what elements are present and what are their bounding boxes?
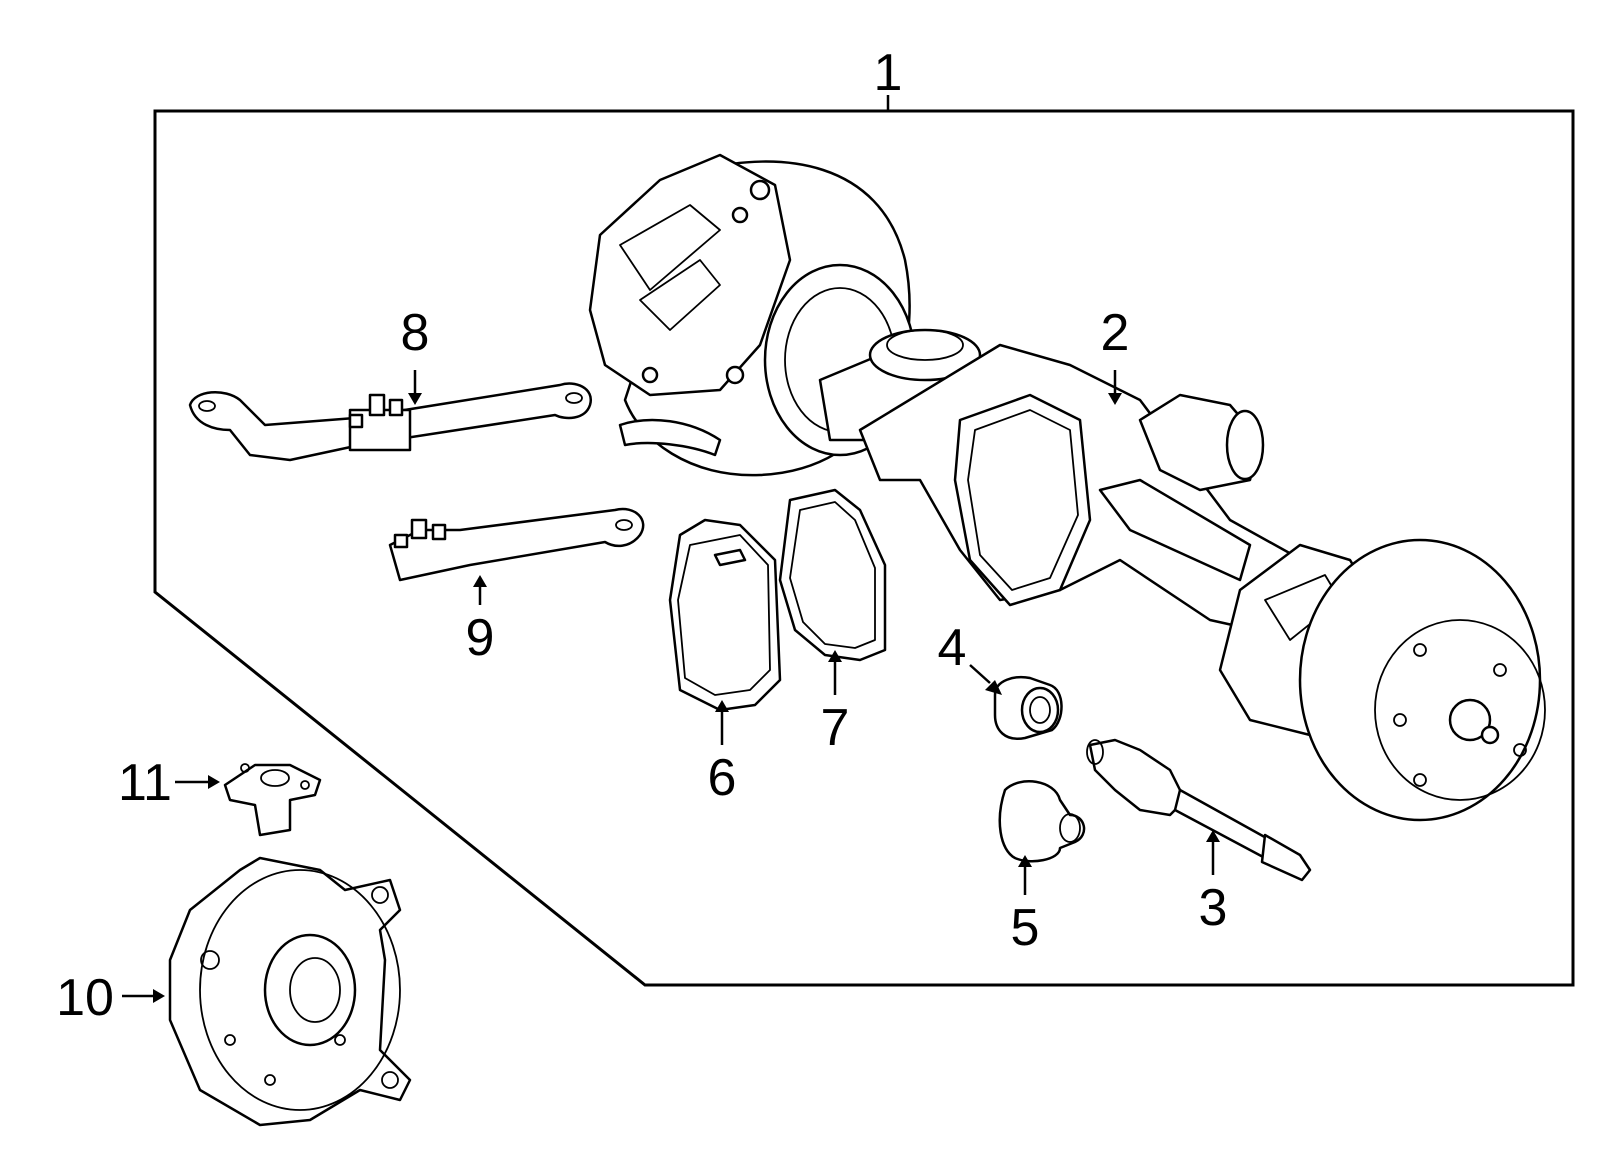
callout-10: 10 [56,969,114,1027]
upper-arm [188,382,593,462]
lower-arm [388,507,645,582]
flange [223,763,322,837]
half-shaft [1086,738,1312,882]
callout-2: 2 [1101,304,1130,362]
carrier-housing [168,856,412,1127]
callout-3: 3 [1199,879,1228,937]
callout-1: 1 [874,44,903,102]
gasket [778,488,887,662]
callout-4: 4 [938,619,967,677]
cover-plate [668,518,782,712]
cv-boot [998,780,1086,863]
callout-8: 8 [401,304,430,362]
bearing [993,676,1063,741]
callout-11: 11 [118,754,172,812]
callout-7: 7 [821,699,850,757]
callout-5: 5 [1011,899,1040,957]
assembly-frame [153,109,1575,987]
axle-housing [588,153,1546,822]
callout-9: 9 [466,609,495,667]
callout-6: 6 [708,749,737,807]
